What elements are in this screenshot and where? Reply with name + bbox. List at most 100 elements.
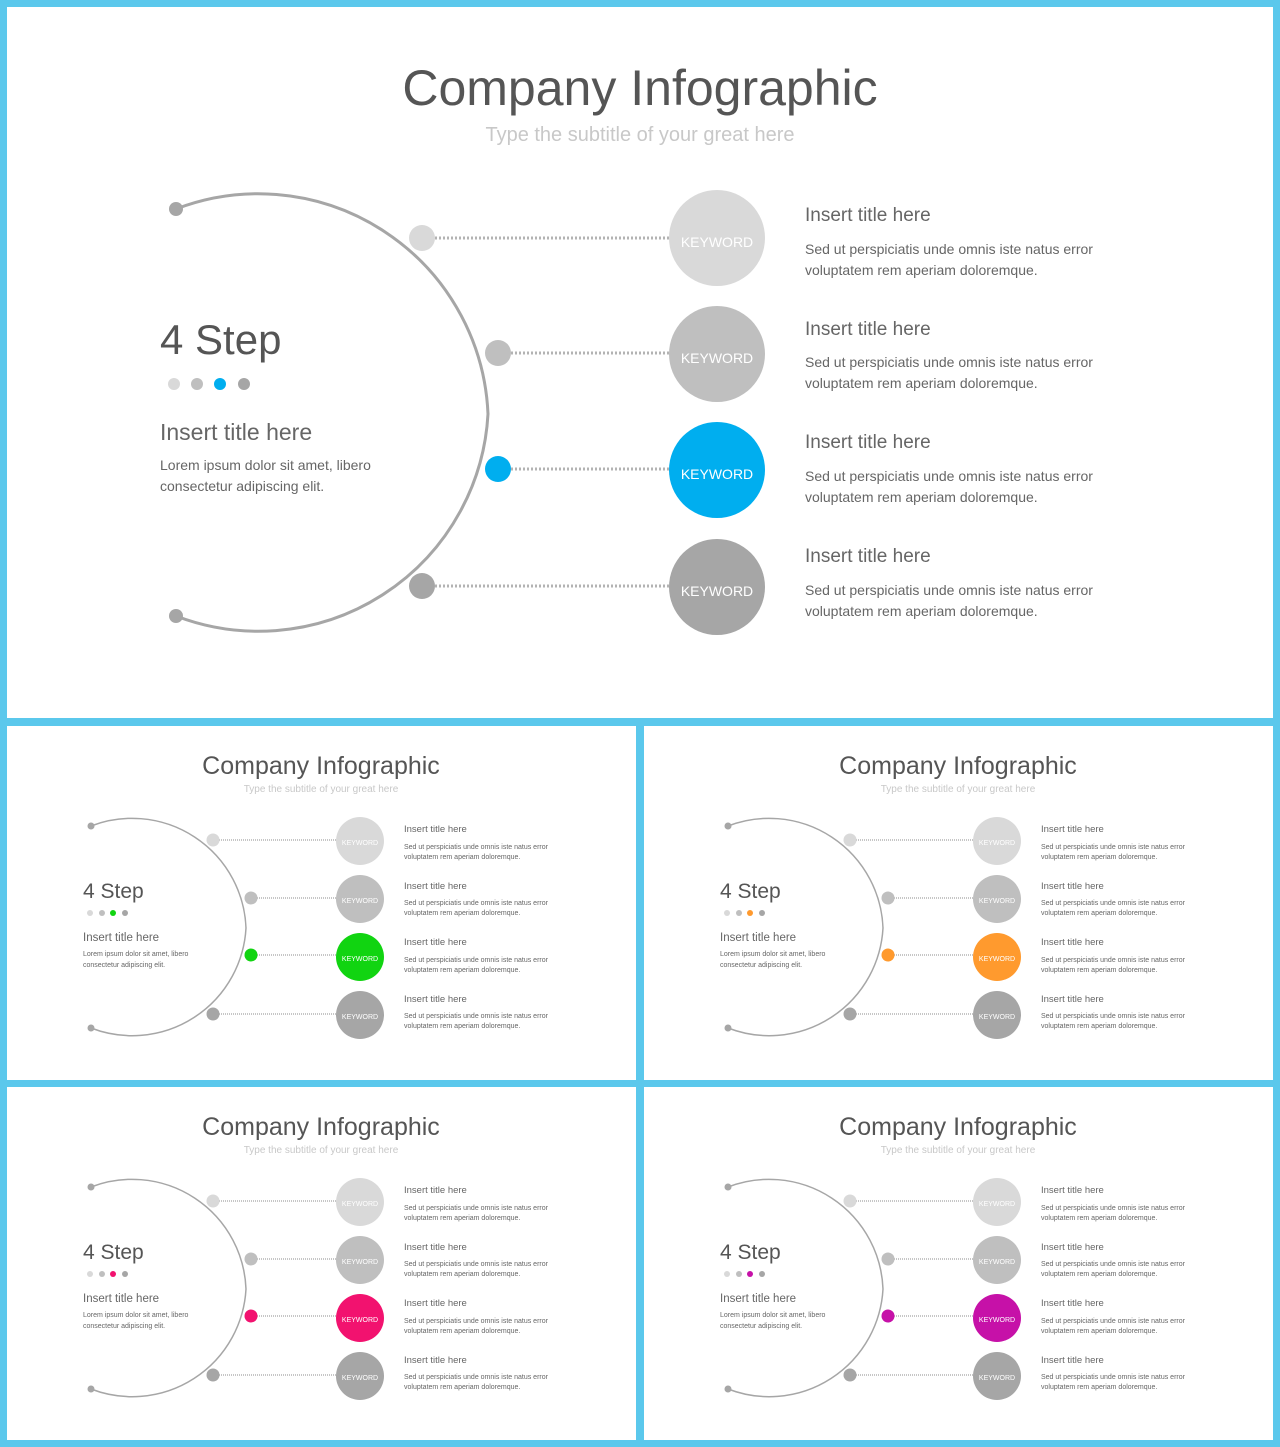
arc-node-1 [843, 1194, 857, 1208]
arc-node-1 [843, 833, 857, 847]
arc-end-dot-top [169, 202, 183, 216]
slide-main: Company Infographic Type the subtitle of… [7, 7, 1273, 718]
arc-end-dot-bottom [724, 1385, 732, 1393]
keyword-label-2: KEYWORD [342, 1259, 378, 1266]
step-dot-4 [759, 910, 765, 916]
step-dot-3 [110, 910, 116, 916]
arc-node-4 [843, 1368, 857, 1382]
step-label: 4 Step [83, 880, 144, 903]
keyword-circle-3 [669, 422, 765, 518]
keyword-label-3: KEYWORD [681, 466, 753, 482]
keyword-label-4: KEYWORD [681, 583, 753, 599]
item-body-2-line-2: voluptatem rem aperiam doloremque. [1041, 1271, 1157, 1278]
item-body-2-line-1: Sed ut perspiciatis unde omnis iste natu… [1041, 1261, 1186, 1268]
slide-main-canvas: Company Infographic Type the subtitle of… [160, 60, 1093, 635]
left-body-line-1: Lorem ipsum dolor sit amet, libero [83, 951, 189, 958]
keyword-label-3: KEYWORD [342, 956, 378, 963]
item-body-1-line-2: voluptatem rem aperiam doloremque. [404, 854, 520, 861]
item-title-3: Insert title here [404, 937, 467, 948]
keyword-label-1: KEYWORD [979, 1201, 1015, 1208]
step-arc [727, 1178, 884, 1398]
step-arc [727, 817, 884, 1037]
keyword-circle-3 [973, 933, 1021, 981]
arc-end-dot-top [87, 822, 95, 830]
step-dot-2 [736, 1271, 742, 1277]
keyword-circle-1 [973, 1178, 1021, 1226]
slide-subtitle: Type the subtitle of your great here [244, 784, 399, 795]
arc-node-2 [881, 1252, 895, 1266]
step-dot-1 [87, 1271, 93, 1277]
keyword-label-1: KEYWORD [681, 234, 753, 250]
item-body-3-line-1: Sed ut perspiciatis unde omnis iste natu… [805, 468, 1093, 484]
slide-subtitle: Type the subtitle of your great here [881, 784, 1036, 795]
step-dot-3 [747, 1271, 753, 1277]
keyword-circle-4 [973, 1352, 1021, 1400]
item-body-2-line-2: voluptatem rem aperiam doloremque. [404, 1271, 520, 1278]
keyword-circle-1 [973, 817, 1021, 865]
step-dot-2 [736, 910, 742, 916]
keyword-circle-1 [669, 190, 765, 286]
item-body-4-line-2: voluptatem rem aperiam doloremque. [1041, 1384, 1157, 1391]
slide-green-canvas: Company Infographic Type the subtitle of… [83, 752, 549, 1039]
step-dot-4 [122, 1271, 128, 1277]
arc-node-2 [244, 891, 258, 905]
item-title-4: Insert title here [1041, 994, 1104, 1005]
item-body-3-line-2: voluptatem rem aperiam doloremque. [805, 489, 1038, 505]
step-arc [90, 817, 247, 1037]
item-title-4: Insert title here [805, 546, 931, 567]
slide-pink-canvas: Company Infographic Type the subtitle of… [83, 1113, 549, 1400]
keyword-label-3: KEYWORD [979, 1317, 1015, 1324]
arc-node-3 [881, 1309, 895, 1323]
arc-node-2 [881, 891, 895, 905]
step-dot-4 [759, 1271, 765, 1277]
step-arc [175, 192, 490, 633]
step-dot-3 [110, 1271, 116, 1277]
step-label: 4 Step [720, 880, 781, 903]
item-body-2-line-1: Sed ut perspiciatis unde omnis iste natu… [805, 354, 1093, 370]
keyword-circle-1 [336, 1178, 384, 1226]
slide-orange-canvas: Company Infographic Type the subtitle of… [720, 752, 1186, 1039]
keyword-circle-2 [669, 306, 765, 402]
item-body-3-line-1: Sed ut perspiciatis unde omnis iste natu… [1041, 957, 1186, 964]
item-body-1-line-2: voluptatem rem aperiam doloremque. [805, 262, 1038, 278]
left-body-line-2: consectetur adipiscing elit. [720, 962, 802, 969]
left-body-line-2: consectetur adipiscing elit. [720, 1323, 802, 1330]
keyword-label-4: KEYWORD [342, 1375, 378, 1382]
item-body-3-line-1: Sed ut perspiciatis unde omnis iste natu… [1041, 1318, 1186, 1325]
left-title: Insert title here [83, 1293, 159, 1305]
item-body-3-line-2: voluptatem rem aperiam doloremque. [404, 1328, 520, 1335]
item-body-1-line-1: Sed ut perspiciatis unde omnis iste natu… [1041, 1205, 1186, 1212]
item-body-4-line-1: Sed ut perspiciatis unde omnis iste natu… [404, 1374, 549, 1381]
arc-node-3 [244, 1309, 258, 1323]
step-dot-4 [122, 910, 128, 916]
keyword-circle-4 [336, 1352, 384, 1400]
keyword-circle-2 [973, 875, 1021, 923]
step-dot-1 [724, 1271, 730, 1277]
slide-title: Company Infographic [402, 60, 877, 116]
arc-end-dot-bottom [169, 609, 183, 623]
item-title-1: Insert title here [1041, 824, 1104, 835]
item-body-1-line-1: Sed ut perspiciatis unde omnis iste natu… [1041, 844, 1186, 851]
slide-magenta: Company Infographic Type the subtitle of… [644, 1087, 1273, 1440]
arc-node-1 [409, 225, 435, 251]
left-body-line-1: Lorem ipsum dolor sit amet, libero [83, 1312, 189, 1319]
item-title-2: Insert title here [404, 881, 467, 892]
arc-node-3 [485, 456, 511, 482]
left-body-line-2: consectetur adipiscing elit. [83, 1323, 165, 1330]
arc-node-4 [206, 1007, 220, 1021]
left-title: Insert title here [720, 1293, 796, 1305]
item-body-4-line-2: voluptatem rem aperiam doloremque. [1041, 1023, 1157, 1030]
item-body-2-line-1: Sed ut perspiciatis unde omnis iste natu… [404, 1261, 549, 1268]
keyword-circle-4 [669, 539, 765, 635]
step-label: 4 Step [83, 1241, 144, 1264]
arc-node-3 [881, 948, 895, 962]
keyword-circle-4 [336, 991, 384, 1039]
arc-node-4 [206, 1368, 220, 1382]
keyword-circle-3 [336, 1294, 384, 1342]
step-dot-1 [168, 378, 180, 390]
keyword-circle-3 [336, 933, 384, 981]
item-title-3: Insert title here [805, 432, 931, 453]
item-body-3-line-2: voluptatem rem aperiam doloremque. [404, 967, 520, 974]
keyword-circle-2 [973, 1236, 1021, 1284]
slide-title: Company Infographic [202, 752, 440, 780]
